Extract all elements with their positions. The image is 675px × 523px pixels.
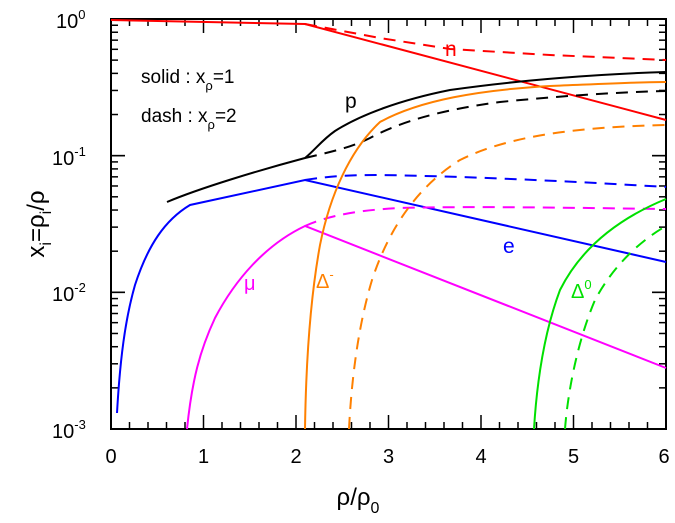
curve-delta-minus-dash xyxy=(348,124,667,430)
legend: solid : xρ=1 dash : xρ=2 xyxy=(141,67,237,132)
y-tick-labels: 100 10-1 10-2 10-3 xyxy=(52,7,86,443)
x-axis-ticks xyxy=(110,19,649,429)
curve-delta-zero-solid xyxy=(533,198,667,430)
y-tick-label-1: 10-1 xyxy=(52,144,86,170)
y-axis-label: xi=ρi/ρ xyxy=(23,190,55,257)
curve-p-solid xyxy=(166,71,667,203)
y-axis-ticks xyxy=(111,18,666,430)
x-tick-label-4: 4 xyxy=(475,446,486,468)
x-tick-label-1: 1 xyxy=(198,446,209,468)
x-tick-label-5: 5 xyxy=(568,446,579,468)
label-mu: μ xyxy=(244,273,256,295)
y-tick-label-2: 10-2 xyxy=(52,280,86,306)
curve-delta-minus-solid xyxy=(304,81,667,430)
curve-e-dash xyxy=(304,173,667,188)
x-axis-label: ρ/ρ0 xyxy=(337,484,380,517)
curve-p-dash xyxy=(304,90,667,159)
label-e: e xyxy=(503,235,515,258)
x-tick-label-0: 0 xyxy=(105,446,116,468)
y-tick-label-0: 100 xyxy=(56,7,85,33)
x-tick-labels: 0 1 2 3 4 5 6 xyxy=(105,446,669,468)
curve-n-dash xyxy=(304,23,667,61)
label-n: n xyxy=(445,38,457,61)
label-delta-zero: Δ0 xyxy=(571,277,592,303)
x-tick-label-3: 3 xyxy=(383,446,394,468)
curve-mu-dash xyxy=(304,206,667,227)
x-tick-label-2: 2 xyxy=(290,446,301,468)
curve-delta-zero-dash xyxy=(564,225,667,430)
curve-mu-solid xyxy=(186,224,667,430)
y-tick-label-3: 10-3 xyxy=(52,417,86,443)
legend-dash: dash : xρ=2 xyxy=(141,106,237,132)
x-tick-label-6: 6 xyxy=(658,446,669,468)
curve-e-solid xyxy=(116,178,667,414)
legend-solid: solid : xρ=1 xyxy=(141,67,235,93)
label-delta-minus: Δ- xyxy=(316,267,334,293)
curves xyxy=(110,19,667,430)
label-p: p xyxy=(345,90,357,113)
